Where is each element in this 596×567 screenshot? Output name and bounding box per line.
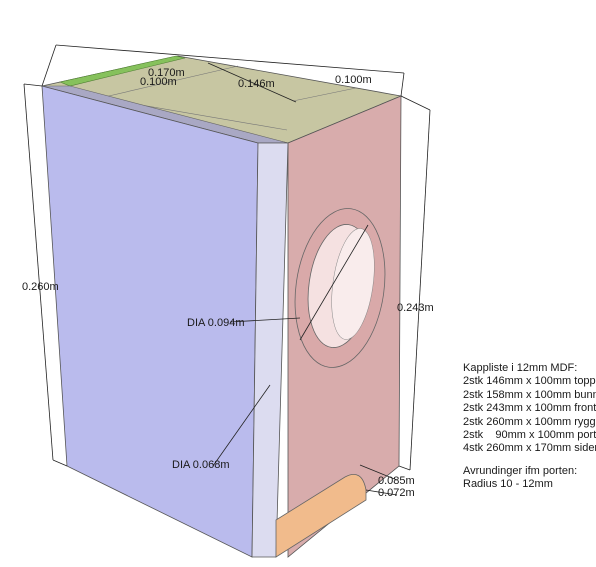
- dim-height-front: 0.260m: [22, 281, 59, 293]
- dimension-labels: 0.170m 0.100m 0.146m 0.100m 0.260m 0.243…: [22, 67, 434, 499]
- dim-round-diameter: DIA 0.068m: [172, 459, 229, 471]
- dim-top-depth: 0.146m: [238, 78, 275, 90]
- rounded-bottom: [275, 474, 367, 558]
- dim-top-front: 0.100m: [140, 76, 177, 88]
- rounding-heading: Avrundinger ifm porten:: [463, 464, 578, 477]
- cut-list-item: 4stk 260mm x 170mm sider: [463, 442, 596, 455]
- edge-strip: [251, 142, 289, 558]
- top-inner-edge-1: [99, 65, 239, 99]
- dim-top-side: 0.100m: [335, 74, 372, 86]
- dim-height-side: 0.243m: [397, 302, 434, 314]
- cut-list-item: 2stk 90mm x 100mm port: [463, 429, 596, 442]
- green-strip: [58, 55, 186, 87]
- dim-bottom-a: 0.085m: [378, 475, 415, 487]
- cut-list-item: 2stk 243mm x 100mm front: [463, 402, 596, 415]
- port-inner-shadow: [331, 228, 375, 340]
- cut-list-heading: Kappliste i 12mm MDF:: [463, 362, 578, 374]
- dimension-lines: [23, 44, 431, 496]
- cut-list: Kappliste i 12mm MDF: 2stk 146mm x 100mm…: [463, 362, 596, 492]
- dim-top-width: 0.170m: [148, 67, 185, 79]
- cut-list-item: 2stk 260mm x 100mm rygg: [463, 415, 596, 428]
- rounding-value: Radius 10 - 12mm: [463, 478, 553, 491]
- cut-list-item: 2stk 158mm x 100mm bunn: [463, 388, 596, 401]
- top-inner-edge-2: [292, 87, 357, 102]
- dim-bottom-b: 0.072m: [378, 487, 415, 499]
- cut-list-item: 2stk 146mm x 100mm topp: [463, 375, 596, 388]
- dim-port-diameter: DIA 0.094m: [187, 317, 244, 329]
